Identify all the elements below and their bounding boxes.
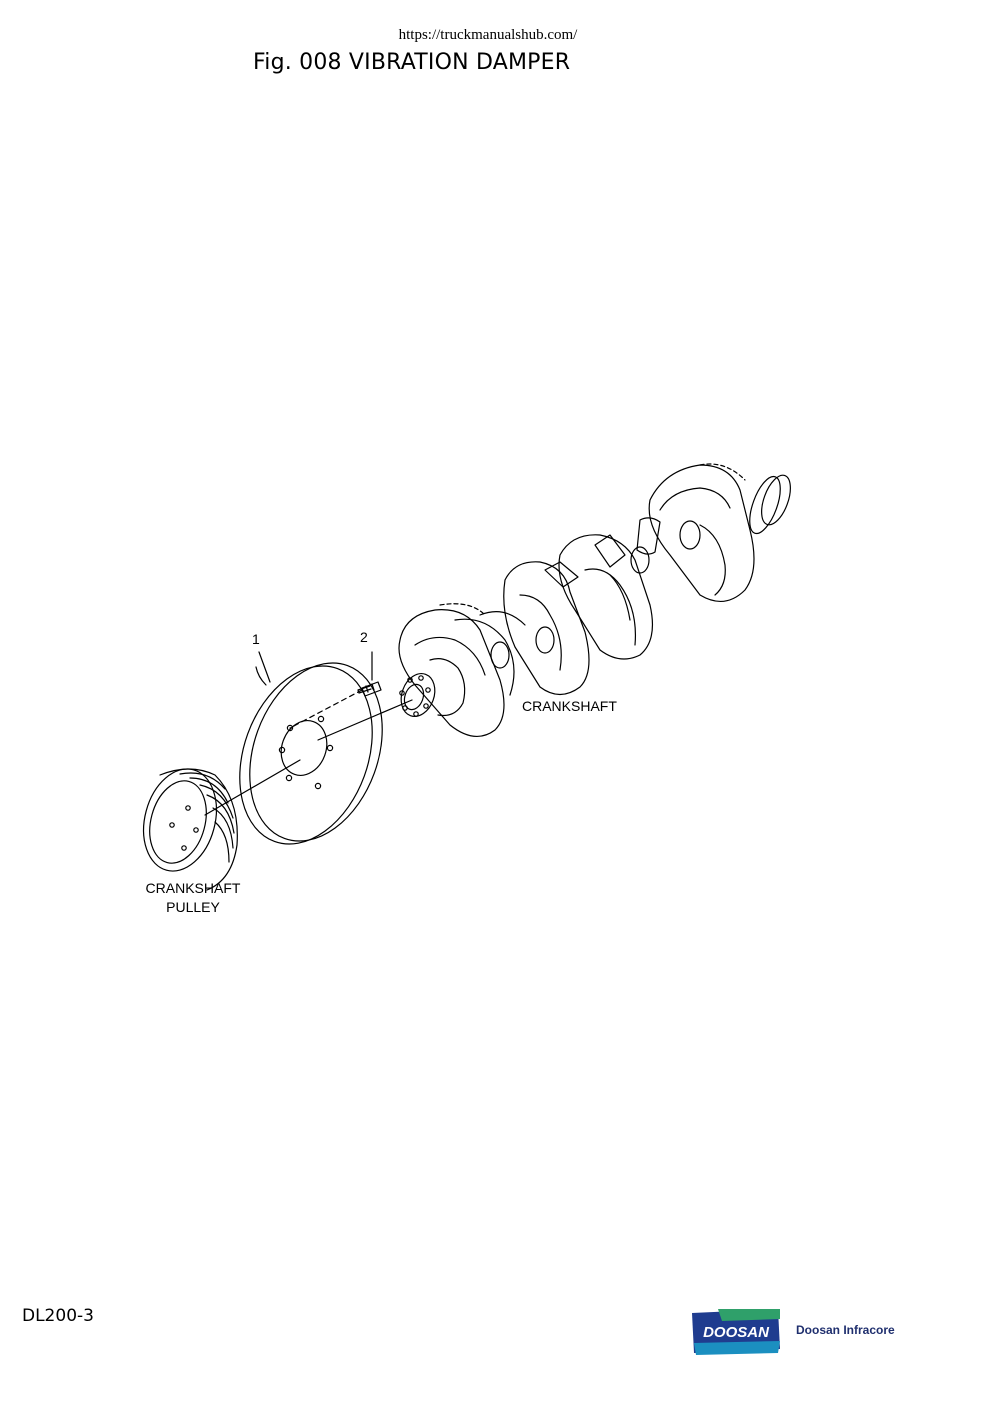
callout-2: 2 — [360, 629, 368, 645]
source-url-text: https://truckmanualshub.com/ — [398, 27, 578, 43]
callout-1: 1 — [252, 631, 260, 647]
source-url: https://truckmanualshub.com/ — [0, 27, 992, 44]
crankshaft-label: CRANKSHAFT — [522, 698, 617, 714]
alignment-lines — [204, 651, 413, 816]
doosan-logo: DOOSAN — [692, 1309, 780, 1355]
figure-title: Fig. 008 VIBRATION DAMPER — [253, 50, 571, 75]
vibration-damper-drawing — [239, 662, 383, 845]
pulley-label-line1: CRANKSHAFT — [146, 880, 241, 896]
company-name: Doosan Infracore — [796, 1323, 895, 1337]
crankshaft-pulley-drawing — [143, 768, 238, 891]
logo-wordmark: DOOSAN — [703, 1324, 770, 1341]
pulley-label-line2: PULLEY — [166, 899, 220, 915]
crankshaft-drawing — [398, 463, 791, 737]
model-number: DL200-3 — [22, 1306, 94, 1326]
